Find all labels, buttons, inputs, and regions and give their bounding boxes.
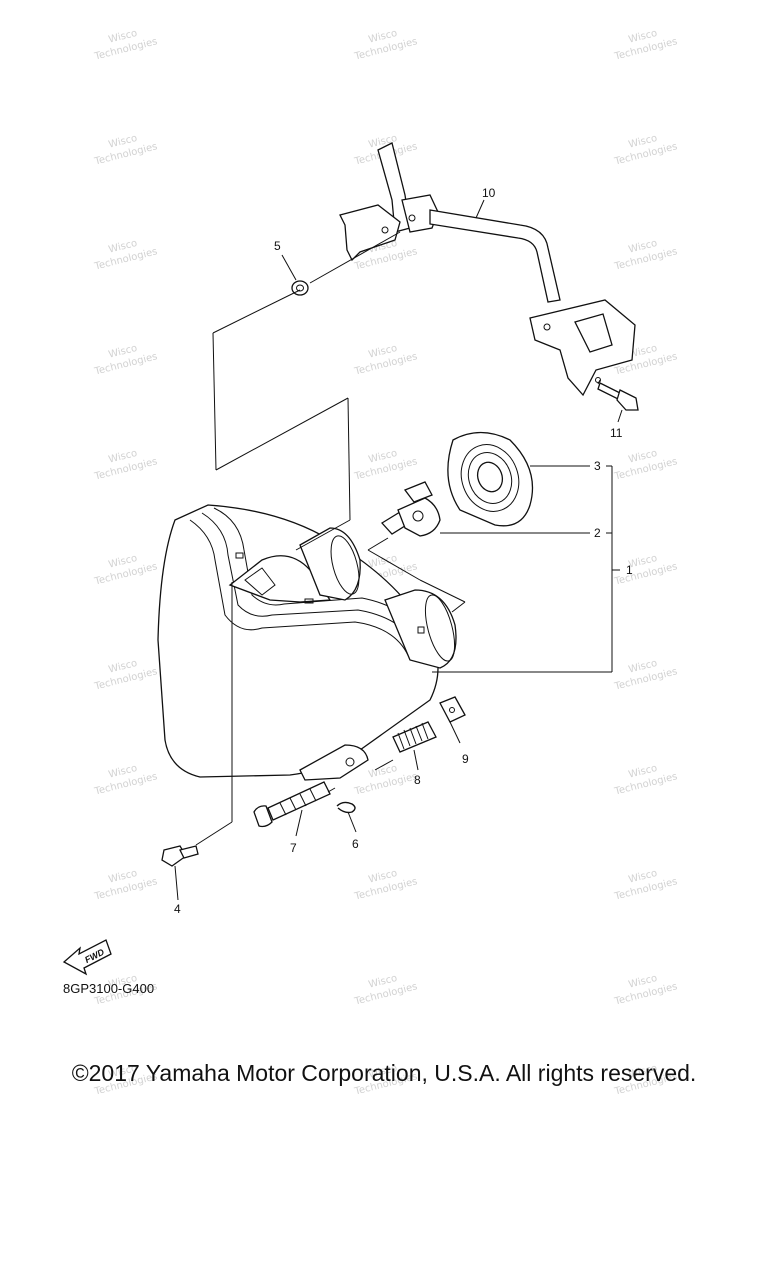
diagram-reference: 8GP3100-G400: [63, 981, 154, 996]
spring: [392, 721, 437, 753]
headlight-bracket: [339, 142, 636, 397]
dust-cover: [447, 431, 534, 527]
pin: [336, 801, 356, 814]
guide-lines: [195, 231, 601, 846]
bracket-bolt: [597, 382, 639, 411]
callout-10: 10: [482, 186, 496, 200]
callout-7: 7: [290, 841, 297, 855]
mounting-screw: [161, 845, 199, 867]
headlight-bulb: [380, 481, 441, 537]
adjusting-screw: [253, 781, 331, 828]
headlight-assembly: [157, 504, 457, 781]
callout-5: 5: [274, 239, 281, 253]
callout-3: 3: [594, 459, 601, 473]
leader-lines: [174, 199, 623, 901]
callouts: 5 10 11 3 2 1 9 8 6 7 4: [174, 186, 633, 916]
callout-9: 9: [462, 752, 469, 766]
fwd-arrow: FWD: [62, 939, 112, 976]
callout-6: 6: [352, 837, 359, 851]
copyright-notice: ©2017 Yamaha Motor Corporation, U.S.A. A…: [71, 1060, 697, 1086]
callout-11: 11: [610, 426, 623, 440]
clip-nut: [439, 696, 466, 723]
callout-1: 1: [626, 563, 633, 577]
callout-2: 2: [594, 526, 601, 540]
callout-4: 4: [174, 902, 181, 916]
callout-8: 8: [414, 773, 421, 787]
